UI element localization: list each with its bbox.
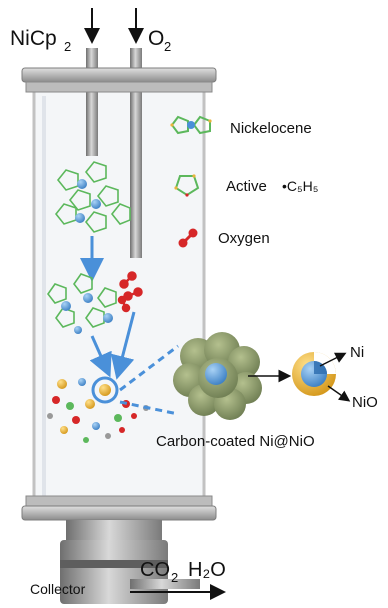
bottom-flange-upper — [25, 495, 213, 507]
ni-atoms-middle — [61, 293, 113, 334]
svg-text:O: O — [148, 27, 164, 50]
nickelocene-cluster-upper — [54, 161, 131, 233]
exhaust-pipe — [130, 579, 200, 589]
svg-text:NiCp: NiCp — [10, 27, 57, 50]
oxygen-inlet-label: O 2 — [148, 27, 171, 54]
precursor-inlet-label: NiCp 2 — [10, 27, 71, 54]
svg-text:2: 2 — [171, 570, 178, 585]
ni-nio-core-shell — [292, 352, 336, 396]
zoom-line-upper — [119, 344, 179, 392]
svg-text:Active: Active — [226, 178, 267, 195]
nio-label: NiO — [352, 394, 378, 411]
top-flange-lower — [25, 81, 213, 93]
legend-nickelocene-label: Nickelocene — [230, 120, 312, 137]
particle-caption: Carbon-coated Ni@NiO — [156, 433, 315, 450]
zoom-line-lower — [119, 400, 179, 416]
collector-band — [60, 560, 168, 568]
flow-arrow-oxygen — [110, 311, 136, 380]
nio-pointer — [327, 385, 351, 402]
top-flange — [21, 67, 217, 83]
bottom-flange — [21, 505, 217, 521]
forming-particle-ring — [91, 376, 119, 404]
reactor-tube — [32, 74, 206, 514]
ni-atoms-upper — [75, 179, 101, 223]
h2o-label: H₂O — [188, 559, 226, 581]
ni-core-inner — [205, 363, 227, 385]
ni-pointer — [319, 352, 347, 367]
co2-label: CO 2 — [140, 559, 178, 585]
legend-oxygen-label: Oxygen — [218, 230, 270, 247]
collector-label: Collector — [30, 581, 86, 597]
oxygen-molecules-cluster — [117, 271, 143, 313]
svg-text:CO: CO — [140, 559, 170, 581]
active-radical-icon — [174, 174, 200, 197]
ni-label: Ni — [350, 344, 364, 361]
svg-text:2: 2 — [164, 39, 171, 54]
collector-neck — [66, 520, 162, 540]
legend-active-label: Active •C₅H₅ — [226, 178, 318, 195]
nickelocene-icon — [170, 115, 212, 135]
oxygen-pipe — [130, 48, 142, 258]
oxygen-molecule-icon — [178, 228, 198, 248]
particle-formation-cluster — [47, 378, 149, 443]
precursor-pipe — [86, 48, 98, 156]
svg-text:2: 2 — [64, 39, 71, 54]
svg-text:•C₅H₅: •C₅H₅ — [282, 178, 318, 194]
carbon-coated-particle — [173, 332, 262, 420]
flow-arrow-precursor-2 — [89, 335, 112, 378]
